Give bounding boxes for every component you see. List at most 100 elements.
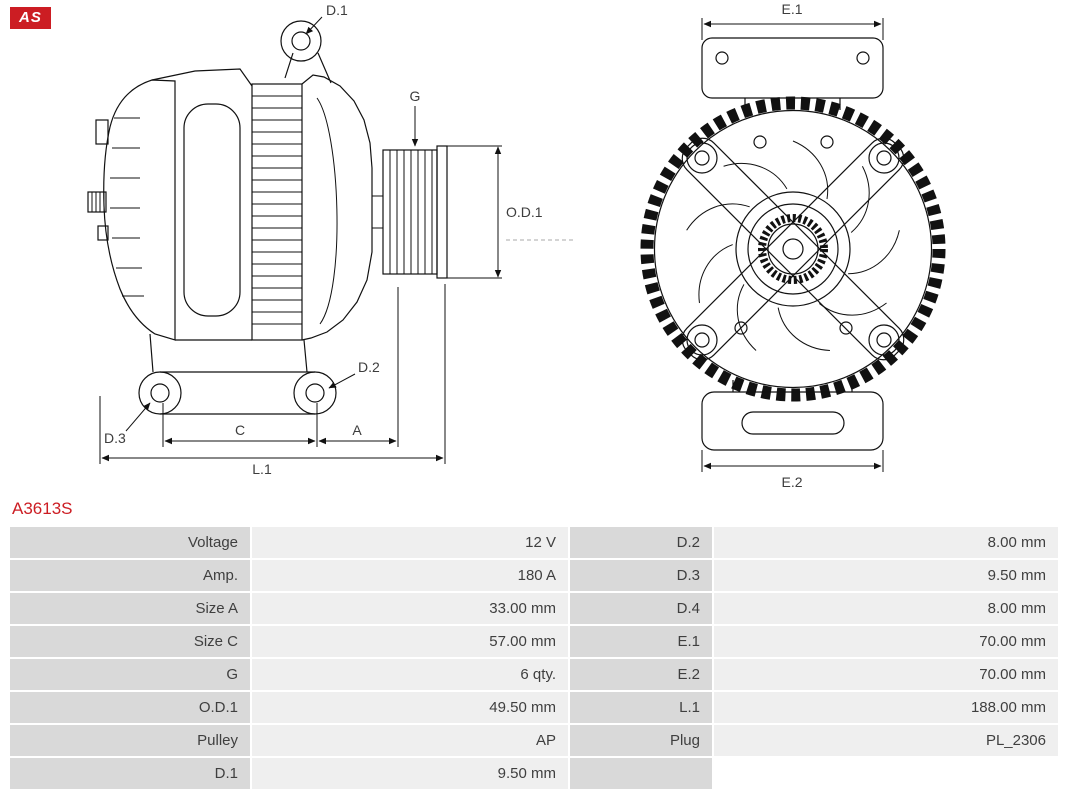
rear-connector bbox=[95, 119, 109, 145]
rotor-cutout bbox=[183, 103, 241, 317]
top-bracket-boss-right bbox=[856, 51, 870, 65]
bolt-hole-tl bbox=[686, 142, 718, 174]
dim-label-d1: D.1 bbox=[326, 2, 348, 18]
spec-label-pulley: Pulley bbox=[10, 725, 250, 756]
dim-label-l1: L.1 bbox=[252, 461, 272, 477]
terminal-stud-threads bbox=[91, 192, 105, 212]
small-bolt-3 bbox=[839, 321, 853, 335]
lug-bracket bbox=[149, 333, 315, 415]
spec-value-od1: 49.50 mm bbox=[252, 692, 568, 723]
stator-ribs bbox=[252, 95, 302, 325]
d2-leader bbox=[328, 373, 356, 389]
stator-teeth-ring bbox=[640, 96, 946, 402]
bottom-bracket-links bbox=[732, 380, 853, 392]
cross-arm-1 bbox=[681, 137, 905, 361]
side-view bbox=[87, 20, 448, 415]
spec-value-l1: 188.00 mm bbox=[714, 692, 1058, 723]
spec-label-d3: D.3 bbox=[570, 560, 712, 591]
dim-label-d3: D.3 bbox=[104, 430, 126, 446]
bottom-bracket bbox=[701, 391, 884, 451]
right-lug bbox=[293, 371, 337, 415]
spec-label-empty bbox=[570, 758, 712, 789]
bottom-bracket-slot bbox=[741, 411, 845, 435]
spec-label-d1: D.1 bbox=[10, 758, 250, 789]
spec-label-size-c: Size C bbox=[10, 626, 250, 657]
front-view-dimensions bbox=[701, 18, 884, 472]
dim-label-g: G bbox=[410, 88, 421, 104]
small-bolt-4 bbox=[734, 321, 748, 335]
spec-value-g: 6 qty. bbox=[252, 659, 568, 690]
stator-inner-ring bbox=[653, 109, 933, 389]
pulley-grooves bbox=[389, 150, 433, 274]
dim-label-od1: O.D.1 bbox=[506, 204, 543, 220]
bolt-hole-br bbox=[868, 324, 900, 356]
od1-extensions bbox=[447, 145, 502, 279]
d1-leader bbox=[305, 16, 323, 35]
top-bracket bbox=[701, 37, 884, 99]
spec-value-empty bbox=[714, 758, 1058, 789]
fan-blades bbox=[681, 140, 906, 363]
spec-value-d4: 8.00 mm bbox=[714, 593, 1058, 624]
spec-value-e1: 70.00 mm bbox=[714, 626, 1058, 657]
spec-label-size-a: Size A bbox=[10, 593, 250, 624]
spec-label-voltage: Voltage bbox=[10, 527, 250, 558]
e1-extensions bbox=[701, 18, 884, 40]
left-lug bbox=[138, 371, 182, 415]
spec-value-size-a: 33.00 mm bbox=[252, 593, 568, 624]
hub-inner bbox=[767, 223, 819, 275]
bolt-hole-tl-inner bbox=[694, 150, 710, 166]
pulley-body bbox=[382, 149, 438, 275]
l1-extensions bbox=[99, 284, 446, 464]
spec-label-amp: Amp. bbox=[10, 560, 250, 591]
spec-value-plug: PL_2306 bbox=[714, 725, 1058, 756]
d3-leader bbox=[125, 402, 151, 432]
c-extensions bbox=[162, 403, 318, 447]
hub-mid bbox=[747, 203, 839, 295]
hub-knurl bbox=[758, 214, 828, 284]
left-lug-hole bbox=[150, 383, 170, 403]
bolt-hole-bl-inner bbox=[694, 332, 710, 348]
technical-diagram: D.1 G O.D.1 C A L.1 D.3 D.2 bbox=[87, 1, 946, 490]
small-bolt-2 bbox=[820, 135, 834, 149]
dim-label-e1: E.1 bbox=[781, 1, 802, 17]
front-view bbox=[640, 37, 946, 451]
front-housing-detail bbox=[316, 97, 338, 325]
spec-label-d2: D.2 bbox=[570, 527, 712, 558]
shaft-lines bbox=[372, 195, 383, 229]
spec-label-d4: D.4 bbox=[570, 593, 712, 624]
right-lug-hole bbox=[305, 383, 325, 403]
side-view-dimensions bbox=[99, 16, 576, 464]
spec-value-d3: 9.50 mm bbox=[714, 560, 1058, 591]
mount-ear-neck bbox=[284, 52, 332, 84]
mount-ear-hole bbox=[291, 31, 311, 51]
dim-label-d2: D.2 bbox=[358, 359, 380, 375]
top-bracket-boss-left bbox=[715, 51, 729, 65]
terminal-stud bbox=[87, 191, 107, 213]
rear-lug bbox=[97, 225, 109, 241]
bolt-hole-tr bbox=[868, 142, 900, 174]
small-bolt-1 bbox=[753, 135, 767, 149]
dim-label-a: A bbox=[352, 422, 362, 438]
spec-label-e2: E.2 bbox=[570, 659, 712, 690]
spec-table: Voltage 12 V D.2 8.00 mm Amp. 180 A D.3 … bbox=[10, 527, 1058, 789]
shaft-hole bbox=[782, 238, 804, 260]
spec-label-od1: O.D.1 bbox=[10, 692, 250, 723]
spec-value-voltage: 12 V bbox=[252, 527, 568, 558]
body-top-edge bbox=[151, 68, 253, 87]
dim-label-c: C bbox=[235, 422, 245, 438]
spec-label-e1: E.1 bbox=[570, 626, 712, 657]
spec-value-d2: 8.00 mm bbox=[714, 527, 1058, 558]
spec-value-e2: 70.00 mm bbox=[714, 659, 1058, 690]
spec-label-g: G bbox=[10, 659, 250, 690]
cross-arm-2 bbox=[681, 137, 905, 361]
bolt-hole-tr-inner bbox=[876, 150, 892, 166]
rear-housing bbox=[103, 79, 176, 341]
spec-value-d1: 9.50 mm bbox=[252, 758, 568, 789]
as-logo: AS bbox=[10, 7, 51, 29]
bolt-hole-br-inner bbox=[876, 332, 892, 348]
hub-outer bbox=[735, 191, 851, 307]
alternator-drawing-svg: D.1 G O.D.1 C A L.1 D.3 D.2 bbox=[87, 1, 946, 490]
spec-value-size-c: 57.00 mm bbox=[252, 626, 568, 657]
spec-label-l1: L.1 bbox=[570, 692, 712, 723]
part-number: A3613S bbox=[12, 499, 73, 518]
